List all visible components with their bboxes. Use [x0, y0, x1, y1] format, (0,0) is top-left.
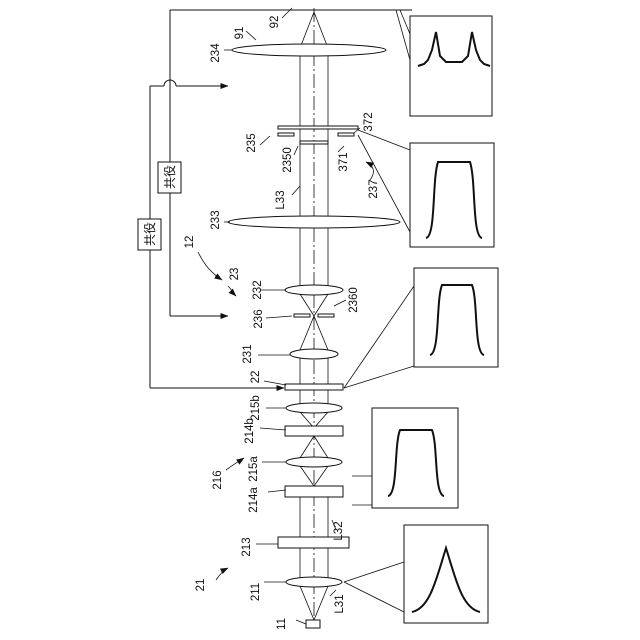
lens-215b	[286, 403, 342, 413]
label-231: 231	[242, 344, 254, 363]
label-92: 92	[269, 16, 281, 29]
label-12: 12	[184, 236, 196, 249]
label-214b: 214b	[244, 418, 256, 444]
optical-axis-and-beam	[300, 8, 328, 628]
label-91: 91	[234, 27, 246, 40]
label-22: 22	[250, 371, 262, 384]
label-235: 235	[246, 133, 258, 152]
element-2360-left	[294, 314, 310, 317]
lens-234	[232, 44, 386, 56]
lens-215a	[286, 457, 342, 467]
lens-233	[228, 216, 400, 228]
label-237: 237	[368, 179, 380, 198]
top-profile-pointer	[396, 10, 410, 60]
lens-231	[290, 349, 338, 359]
element-372	[278, 126, 358, 129]
label-372: 372	[363, 112, 375, 131]
element-2360-right	[318, 314, 334, 317]
label-371: 371	[338, 152, 350, 171]
label-23: 23	[229, 268, 241, 281]
element-371	[300, 141, 328, 144]
element-235-right	[338, 133, 354, 136]
element-22	[285, 384, 343, 390]
label-213: 213	[241, 537, 253, 556]
label-2360: 2360	[348, 287, 360, 313]
light-source-11	[306, 620, 320, 628]
label-211: 211	[250, 583, 262, 601]
label-L32: L32	[333, 521, 345, 540]
label-L31: L31	[334, 594, 346, 613]
label-234: 234	[210, 43, 222, 63]
label-236: 236	[253, 309, 265, 328]
conjugate-box-lower: 共役	[138, 219, 161, 250]
label-232: 232	[252, 280, 264, 299]
element-214b	[285, 426, 343, 436]
element-235-left	[278, 133, 294, 136]
label-215a: 215a	[248, 456, 260, 482]
profile-inset-gaussian	[344, 525, 488, 623]
label-L33: L33	[275, 190, 287, 209]
conjugate-label-upper: 共役	[162, 165, 177, 189]
lens-232	[285, 285, 343, 295]
label-11: 11	[276, 618, 288, 630]
lens-211	[286, 577, 342, 587]
element-214a	[285, 486, 343, 497]
profile-inset-tophat-2	[344, 268, 498, 388]
conjugate-box-upper: 共役	[158, 162, 181, 193]
label-233: 233	[210, 210, 222, 229]
label-21: 21	[195, 579, 207, 592]
profile-inset-top	[410, 16, 492, 116]
label-215b: 215b	[250, 395, 262, 421]
label-2350: 2350	[282, 147, 294, 173]
label-216: 216	[212, 470, 224, 489]
profile-inset-tophat-3	[352, 408, 458, 508]
label-214a: 214a	[248, 487, 260, 513]
conjugate-label-lower: 共役	[142, 222, 157, 246]
